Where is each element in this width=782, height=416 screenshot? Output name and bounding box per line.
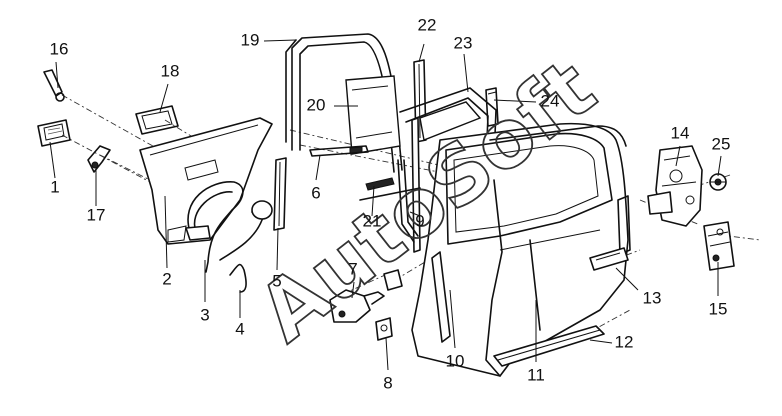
callout-23: 23 [454,33,473,52]
part-12-molding [493,325,605,367]
callout-10: 10 [446,351,465,370]
part-8-lock [375,269,403,341]
callout-16: 16 [50,39,69,58]
part-25-bolt [709,173,727,191]
part-15-striker [703,221,735,271]
part-13-outer-handle [589,247,629,271]
part-11-door-skin [485,125,627,377]
part-9-glass-run [397,159,419,243]
callout-14: 14 [671,123,690,142]
leader-lines [49,39,722,371]
part-7-handle-assembly [329,289,385,323]
callout-3: 3 [200,305,209,324]
callout-12: 12 [615,332,634,351]
callout-8: 8 [383,373,392,392]
callout-21: 21 [363,211,382,230]
callout-19: 19 [241,30,260,49]
part-14-lock-mechanism [647,145,703,227]
part-24-bracket [485,87,499,127]
callout-24: 24 [541,91,560,110]
callouts: 16 1 18 17 2 3 4 5 6 19 20 21 22 23 24 9… [50,15,731,392]
callout-18: 18 [161,61,180,80]
part-5-channel [273,157,287,231]
callout-11: 11 [527,365,545,384]
part-18-grille [135,105,179,135]
callout-17: 17 [87,205,106,224]
callout-15: 15 [709,299,728,318]
callout-6: 6 [311,183,320,202]
part-1-switch [37,119,71,147]
part-21-seal-strip [359,177,421,201]
callout-4: 4 [235,319,244,338]
callout-7: 7 [348,259,357,278]
part-6-rail [309,145,369,157]
callout-22: 22 [418,15,437,34]
door-shell [411,122,631,377]
callout-25: 25 [712,134,731,153]
callout-5: 5 [272,271,281,290]
callout-2: 2 [162,269,171,288]
part-4-regulator-motor [219,200,273,293]
callout-13: 13 [643,288,662,307]
part-20-glass [345,75,401,155]
part-17-handle [87,145,111,173]
callout-20: 20 [307,95,326,114]
part-16-handle [43,69,65,102]
callout-9: 9 [415,211,424,230]
part-3-regulator [185,181,244,273]
part-2-trim-panel [139,117,273,245]
callout-1: 1 [50,177,59,196]
